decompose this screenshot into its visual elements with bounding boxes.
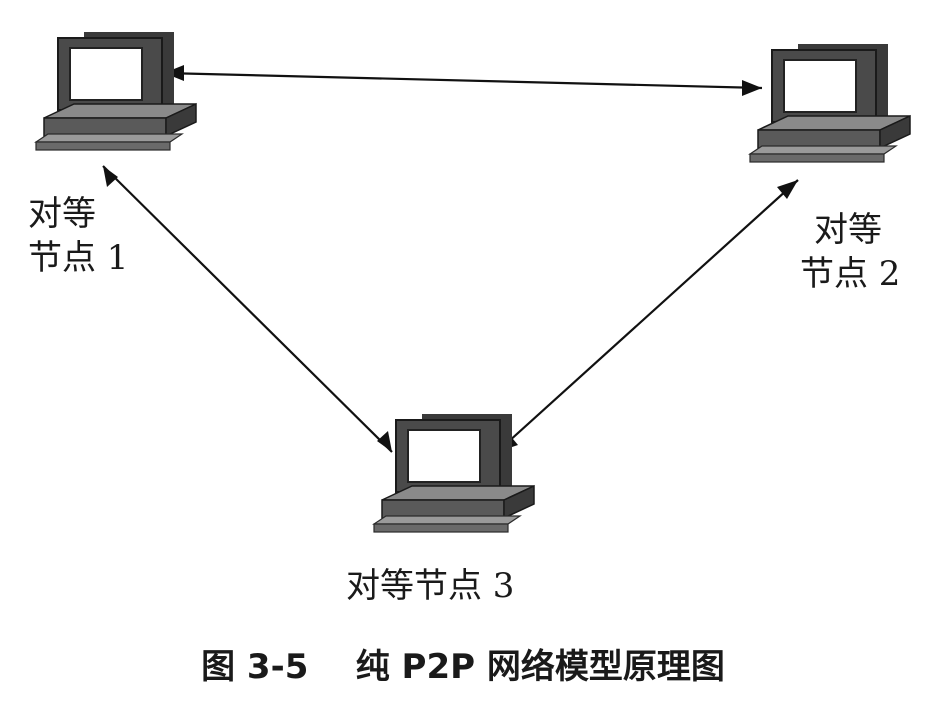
node-3-label: 对等节点 3 xyxy=(346,566,515,606)
node-1-label-line1: 对等 xyxy=(28,194,96,234)
node-2-label: 对等 节点 2 xyxy=(800,208,900,296)
figure-title: 纯 P2P 网络模型原理图 xyxy=(355,647,725,687)
link-node1-node2 xyxy=(163,65,763,96)
computer-node-1-icon xyxy=(35,31,197,151)
figure-caption: 图 3-5 纯 P2P 网络模型原理图 xyxy=(0,645,926,689)
node-2-label-line1: 对等 xyxy=(814,210,882,250)
link-node2-node3 xyxy=(496,179,799,453)
link-node1-node3 xyxy=(102,165,393,453)
node-2-label-line2: 节点 2 xyxy=(800,254,901,294)
computer-node-2-icon xyxy=(749,43,911,163)
computer-node-3-icon xyxy=(373,413,535,533)
node-1-label: 对等 节点 1 xyxy=(28,192,128,280)
node-1-label-line2: 节点 1 xyxy=(28,238,129,278)
figure-number: 图 3-5 xyxy=(201,647,309,687)
